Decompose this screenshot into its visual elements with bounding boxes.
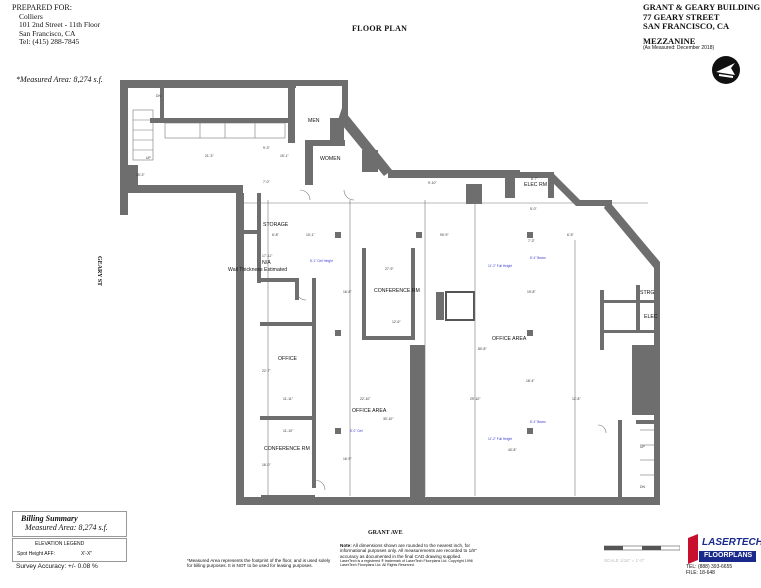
- scale-bar-graphic: [603, 545, 681, 551]
- svg-text:8'-4" Beam: 8'-4" Beam: [530, 420, 546, 424]
- building-street: 77 GEARY STREET: [643, 11, 720, 22]
- svg-text:7'-0": 7'-0": [263, 180, 271, 184]
- billing-summary: Billing Summary Measured Area: 8,274 s.f…: [12, 511, 127, 537]
- note-text: All dimensions shown are rounded to the …: [340, 543, 477, 559]
- svg-text:16'-9": 16'-9": [343, 457, 352, 461]
- svg-text:9'-3": 9'-3": [263, 146, 271, 150]
- svg-text:12'-8": 12'-8": [572, 397, 581, 401]
- elevation-legend-value: X'-X": [81, 551, 93, 557]
- na-label: N/A: [262, 260, 271, 266]
- contact-file: FILE: 18-648: [686, 570, 715, 576]
- room-conference-1: CONFERENCE RM: [374, 288, 420, 294]
- room-men: MEN: [308, 118, 320, 124]
- room-storage: STORAGE: [263, 222, 289, 228]
- elevation-legend-label: Spot Height AFF:: [17, 551, 56, 557]
- street-label-geary: GEARY ST: [96, 255, 103, 287]
- survey-accuracy: Survey Accuracy: +/- 0.08 %: [16, 563, 98, 570]
- building-info: GRANT & GEARY BUILDING 77 GEARY STREET S…: [643, 2, 761, 32]
- svg-text:22'-10": 22'-10": [360, 397, 371, 401]
- prepared-for-heading: PREPARED FOR:: [12, 3, 72, 12]
- scale-text: SCALE 1/16" = 1'-0": [604, 558, 645, 563]
- svg-text:9'-10": 9'-10": [428, 181, 437, 185]
- building-name: GRANT & GEARY BUILDING: [643, 2, 761, 12]
- stair-dn-2: DN: [640, 485, 645, 489]
- svg-text:8'-7": 8'-7": [531, 177, 539, 181]
- stair-up-1: UP: [146, 156, 151, 160]
- room-office: OFFICE: [278, 356, 298, 362]
- walls: [120, 80, 660, 505]
- prepared-for-line: Colliers: [19, 11, 43, 21]
- stair-dn: DN: [156, 94, 161, 98]
- scale-bar: SCALE 1/16" = 1'-0": [603, 540, 681, 563]
- svg-text:15'-1": 15'-1": [280, 154, 289, 158]
- building-city: SAN FRANCISCO, CA: [643, 21, 730, 31]
- logo-line2: FLOORPLANS: [704, 552, 753, 559]
- lasertech-logo-graphic: [688, 534, 756, 564]
- svg-text:22'-7": 22'-7": [262, 369, 271, 373]
- prepared-for: PREPARED FOR: Colliers 101 2nd Street - …: [12, 3, 101, 47]
- prepared-for-line: Tel: (415) 288-7845: [19, 37, 80, 47]
- svg-text:11'-11": 11'-11": [283, 397, 294, 401]
- svg-text:18'-4": 18'-4": [526, 379, 535, 383]
- stair-up-2: UP: [640, 445, 645, 449]
- note-block: Note: All dimensions shown are rounded t…: [340, 543, 480, 567]
- svg-text:8'-0" Ceil: 8'-0" Ceil: [350, 429, 363, 433]
- room-strg: STRG: [640, 290, 654, 296]
- billing-area: Measured Area: 8,274 s.f.: [25, 523, 108, 532]
- svg-text:6'-8": 6'-8": [272, 233, 280, 237]
- svg-text:10'-1": 10'-1": [306, 233, 315, 237]
- room-office-area-1: OFFICE AREA: [492, 336, 527, 342]
- svg-text:16'-0": 16'-0": [262, 463, 271, 467]
- ceiling-notes: 8'-1" Ceil Height 11'-2" Full Height 8'-…: [310, 256, 546, 441]
- svg-text:16'-8": 16'-8": [343, 290, 352, 294]
- elevation-legend: ELEVATION LEGEND Spot Height AFF: X'-X": [12, 538, 127, 562]
- room-office-area-2: OFFICE AREA: [352, 408, 387, 414]
- room-conference-2: CONFERENCE RM: [264, 446, 310, 452]
- prepared-for-line: 101 2nd Street - 11th Floor: [19, 20, 101, 30]
- street-label-grant: GRANT AVE: [368, 530, 403, 536]
- svg-text:17'-11": 17'-11": [262, 254, 273, 258]
- svg-text:27'-9": 27'-9": [385, 267, 394, 271]
- svg-text:11'-2" Full Height: 11'-2" Full Height: [488, 437, 512, 441]
- room-women: WOMEN: [320, 156, 341, 162]
- contact-info: TEL: (888) 393-6655 FILE: 18-648: [686, 564, 732, 576]
- svg-text:5'-0": 5'-0": [530, 207, 538, 211]
- svg-text:6'-5": 6'-5": [567, 233, 575, 237]
- svg-text:11'-10": 11'-10": [283, 429, 294, 433]
- floor-name: MEZZANINE: [643, 36, 696, 46]
- svg-text:8'-4" Beam: 8'-4" Beam: [530, 256, 546, 260]
- svg-text:11'-2" Full Height: 11'-2" Full Height: [488, 264, 512, 268]
- svg-text:90'-9": 90'-9": [440, 233, 449, 237]
- measured-area-top: *Measured Area: 8,274 s.f.: [16, 75, 103, 84]
- as-measured-date: (As Measured: December 2018): [643, 45, 715, 51]
- plan-title: FLOOR PLAN: [352, 24, 408, 33]
- svg-text:80'-8": 80'-8": [478, 347, 487, 351]
- prepared-for-line: San Francisco, CA: [19, 28, 76, 38]
- elevation-legend-title: ELEVATION LEGEND: [35, 541, 85, 547]
- north-arrow-icon: [712, 56, 740, 84]
- lasertech-logo: LASERTECH FLOORPLANS: [688, 534, 761, 564]
- svg-text:29'-10": 29'-10": [470, 397, 481, 401]
- room-elec: ELEC: [644, 314, 658, 320]
- svg-text:15'-3": 15'-3": [136, 173, 145, 177]
- logo-line1: LASERTECH: [702, 537, 761, 548]
- svg-text:21'-3": 21'-3": [205, 154, 214, 158]
- room-elec-rm: ELEC RM: [524, 182, 547, 188]
- svg-text:30'-10": 30'-10": [383, 417, 394, 421]
- copyright-text: LaserTech is a registered ® trademark of…: [340, 558, 473, 568]
- svg-text:7'-3": 7'-3": [528, 239, 536, 243]
- billing-title: Billing Summary: [21, 514, 78, 523]
- note-label: Note:: [340, 543, 352, 548]
- dimensions: 21'-3" 15'-1" 9'-3" 7'-0" 15'-3" 9'-10" …: [136, 146, 581, 467]
- na-note: Wall Thickness Estimated: [228, 267, 287, 273]
- fine-lines: [132, 109, 654, 496]
- svg-text:19'-8": 19'-8": [527, 290, 536, 294]
- svg-text:12'-6": 12'-6": [392, 320, 401, 324]
- contact-tel: TEL: (888) 393-6655: [686, 564, 733, 570]
- svg-text:40'-8": 40'-8": [508, 448, 517, 452]
- measured-area-footnote: *Measured Area represents the footprint …: [187, 558, 331, 569]
- svg-text:8'-1" Ceil Height: 8'-1" Ceil Height: [310, 259, 333, 263]
